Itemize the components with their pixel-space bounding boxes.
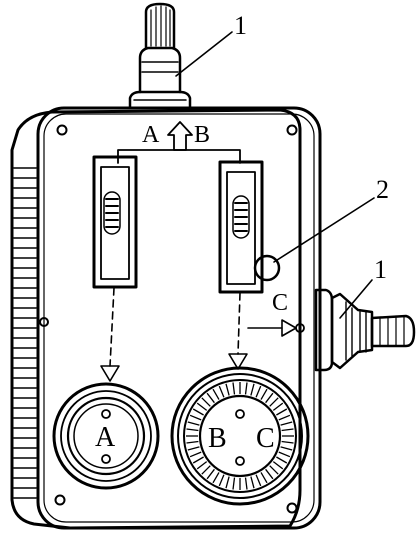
dial-tick [232,477,236,490]
dial-tick [189,451,202,458]
dial-tick [250,476,255,489]
dashed-arrow-bc [228,292,248,370]
screw [39,124,298,514]
dashed-arrow-a [100,287,120,382]
arrow-to-c [247,319,305,337]
dial-tick [192,408,204,416]
dial-tick [272,402,284,411]
indicator-lamp [253,254,281,282]
dial-tick [244,477,248,490]
dial-tick [201,465,211,475]
top-knob [128,2,192,110]
socket-a-label: A [95,422,116,453]
dial-tick [281,428,294,432]
socket-c-label: C [256,423,275,454]
callout-leader-top [175,31,233,77]
dial-tick [225,476,230,489]
device-housing [10,106,322,530]
left-slide-window [92,155,138,289]
dial-tick [201,397,211,407]
dial-tick [250,383,255,396]
callout-leader-right [339,279,373,319]
dial-tick [269,465,279,475]
right-slide-window [218,160,264,294]
dial-tick [244,382,248,395]
flow-label-b: B [194,122,210,148]
dial-tick [281,440,294,444]
callout-2: 2 [376,175,389,204]
socket-a [52,382,160,490]
right-knob [314,288,416,372]
front-panel [36,106,322,530]
dial-tick [187,421,200,426]
dial-tick [272,461,284,470]
socket-b-label: B [208,423,227,454]
dial-tick [280,421,293,426]
dial-tick [232,382,236,395]
dial-tick [255,474,262,487]
flow-label-a: A [142,122,160,148]
dial-ticks [186,382,294,490]
dial-tick [186,440,199,444]
dial-tick [212,472,220,484]
flow-label-c: C [272,290,288,316]
callout-1-top: 1 [234,11,247,40]
dial-tick [192,456,204,464]
dial-tick [206,392,215,404]
dial-tick [218,385,225,398]
dial-tick [276,408,288,416]
dial-tick [260,472,268,484]
dial-tick [260,388,268,400]
dial-tick [278,451,291,458]
dial-tick [206,468,215,480]
dial-tick [280,446,293,451]
callout-1-right: 1 [374,255,387,284]
dial-tick [186,428,199,432]
housing-knurl [13,167,37,499]
dial-tick [212,388,220,400]
dial-tick [196,461,208,470]
dial-tick [255,385,262,398]
dial-tick [196,402,208,411]
socket-bc [170,366,310,506]
dial-tick [187,446,200,451]
dial-tick [276,456,288,464]
dial-tick [189,414,202,421]
dial-tick [265,392,274,404]
dial-tick [278,414,291,421]
dial-tick [218,474,225,487]
callout-leader-lamp [273,197,375,263]
dial-tick [265,468,274,480]
dial-tick [269,397,279,407]
dial-tick [225,383,230,396]
